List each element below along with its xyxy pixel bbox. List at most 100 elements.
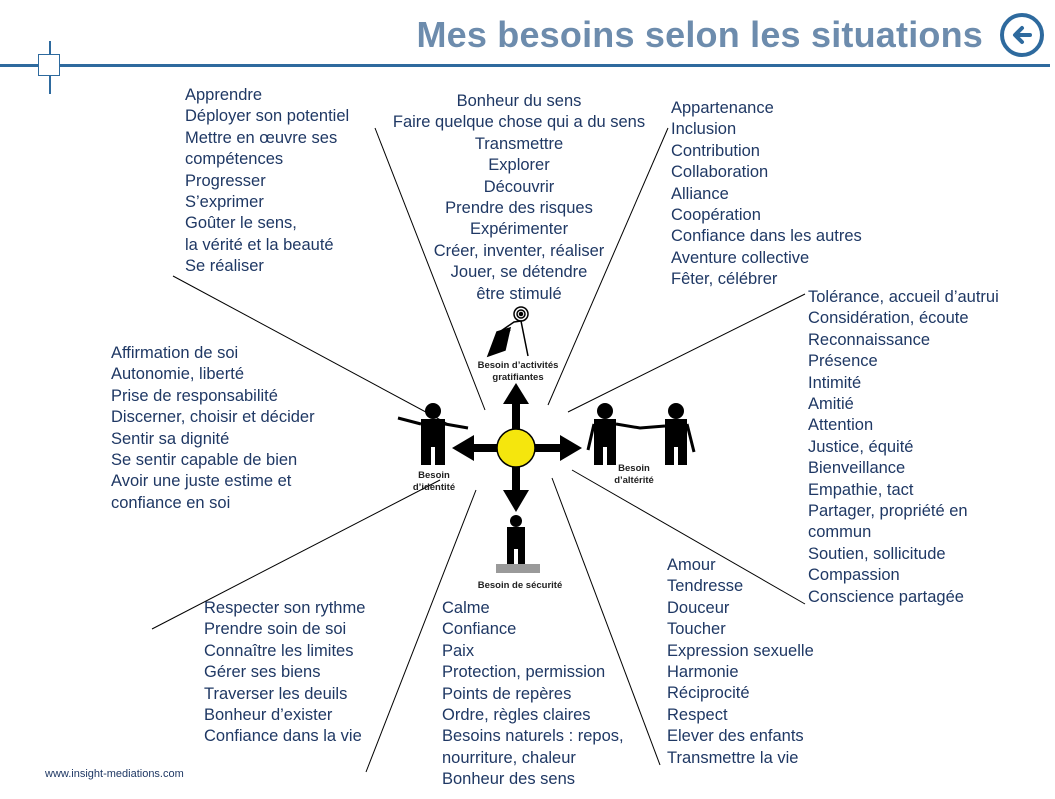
page-title: Mes besoins selon les situations — [416, 14, 983, 55]
need-item: la vérité et la beauté — [185, 235, 334, 254]
need-item: Harmonie — [667, 663, 739, 682]
need-item: Réciprocité — [667, 684, 750, 703]
need-item: Apprendre — [185, 86, 263, 104]
need-item: Déployer son potentiel — [185, 107, 350, 126]
circle-arrow-left-icon — [1013, 26, 1032, 44]
need-item: Progresser — [185, 171, 266, 190]
label-alterity: Besoin d’altérité — [614, 463, 654, 486]
need-item: nourriture, chaleur — [442, 748, 576, 767]
back-button[interactable] — [1000, 13, 1044, 57]
need-item: Autonomie, liberté — [111, 365, 244, 384]
need-item: Explorer — [488, 156, 550, 175]
ray-right-upper — [567, 293, 806, 413]
need-item: Respect — [667, 705, 728, 724]
need-item: Coopération — [671, 206, 761, 225]
need-item: Reconnaissance — [808, 330, 930, 349]
ray-top-left — [374, 127, 486, 411]
need-item: Prendre des risques — [445, 199, 593, 218]
need-item: S’exprimer — [185, 193, 264, 212]
ray-left-upper — [172, 275, 451, 426]
need-item: Présence — [808, 352, 878, 371]
security-figure-icon — [496, 515, 540, 573]
ray-left-lower — [151, 479, 441, 630]
need-item: Fêter, célébrer — [671, 270, 778, 289]
need-item: Empathie, tact — [808, 480, 914, 499]
need-item: Besoins naturels : repos, — [442, 727, 624, 746]
need-item: Créer, inventer, réaliser — [433, 241, 605, 260]
footer-website: www.insight-mediations.com — [45, 768, 184, 780]
need-item: Transmettre la vie — [667, 748, 799, 767]
need-item: Prendre soin de soi — [204, 620, 347, 639]
need-item: Confiance dans la vie — [204, 727, 362, 746]
need-item: Amour — [667, 556, 716, 574]
need-item: Toucher — [667, 620, 726, 639]
need-item: Mettre en œuvre ses — [185, 128, 338, 147]
need-item: commun — [808, 523, 872, 542]
label-identity: Besoin d’identité — [412, 470, 456, 493]
need-item: Transmettre — [474, 134, 564, 153]
need-item: Discerner, choisir et décider — [111, 408, 315, 427]
need-item: compétences — [185, 150, 284, 169]
need-item: Se sentir capable de bien — [111, 451, 298, 470]
need-item: Confiance dans les autres — [671, 227, 862, 246]
need-item: Goûter le sens, — [185, 214, 297, 233]
need-item: Considération, écoute — [808, 309, 969, 328]
need-item: Connaître les limites — [204, 641, 354, 660]
alterity-figures-icon — [586, 403, 696, 465]
need-item: Bienveillance — [808, 459, 906, 478]
label-activities: Besoin d’activités gratifiantes — [477, 360, 559, 383]
need-item: Tolérance, accueil d’autrui — [808, 288, 999, 306]
need-item: Soutien, sollicitude — [808, 544, 946, 563]
need-item: Tendresse — [667, 577, 744, 596]
ray-bottom-right — [551, 477, 661, 766]
label-security: Besoin de sécurité — [477, 580, 563, 591]
need-item: Appartenance — [671, 99, 774, 117]
need-item: Sentir sa dignité — [111, 429, 230, 448]
need-item: Compassion — [808, 566, 900, 585]
direction-arrows — [452, 383, 582, 512]
activities-figure-icon — [486, 306, 529, 358]
need-item: Alliance — [671, 184, 729, 203]
need-item: Avoir une juste estime et — [111, 472, 292, 491]
need-item: Expérimenter — [469, 220, 569, 239]
need-item: Calme — [442, 599, 490, 617]
header-rule — [0, 64, 1050, 67]
need-item: Découvrir — [483, 177, 555, 196]
need-item: Respecter son rythme — [204, 599, 366, 617]
center-circle — [496, 428, 536, 468]
need-item: Amitié — [808, 395, 854, 414]
need-item: Prise de responsabilité — [111, 386, 278, 405]
need-item: Bonheur du sens — [456, 92, 582, 110]
need-item: Bonheur d’exister — [204, 706, 333, 725]
ray-bottom-left — [365, 489, 477, 773]
need-item: Traverser les deuils — [204, 684, 348, 703]
ray-top-right — [547, 127, 669, 406]
need-item: Douceur — [667, 598, 730, 617]
header-square-decoration — [38, 54, 60, 76]
need-item: Inclusion — [671, 120, 737, 139]
ray-right-lower — [571, 469, 806, 605]
need-item: Collaboration — [671, 163, 769, 182]
need-item: Jouer, se détendre — [450, 263, 588, 282]
need-item: Points de repères — [442, 684, 572, 703]
need-item: Expression sexuelle — [667, 641, 814, 660]
need-item: Attention — [808, 416, 874, 435]
need-item: Partager, propriété en — [808, 502, 968, 521]
need-item: confiance en soi — [111, 493, 231, 512]
need-item: Se réaliser — [185, 257, 264, 276]
need-item: Affirmation de soi — [111, 344, 239, 362]
need-item: Elever des enfants — [667, 727, 804, 746]
need-item: Bonheur des sens — [442, 770, 576, 789]
need-item: Aventure collective — [671, 248, 810, 267]
need-item: Contribution — [671, 141, 760, 160]
need-item: Gérer ses biens — [204, 663, 321, 682]
identity-figure-icon — [397, 403, 469, 465]
